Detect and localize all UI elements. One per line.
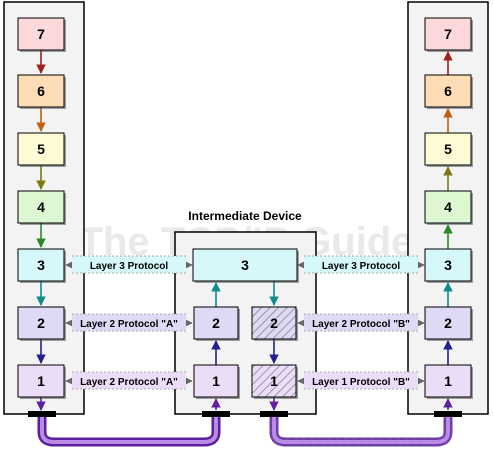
right-host-port	[434, 411, 462, 417]
device-right-layer-1: 1	[251, 364, 298, 399]
left-layer-6-label: 6	[37, 83, 45, 99]
device-right-layer-1-label: 1	[270, 373, 278, 389]
right-layer-2: 2	[424, 306, 473, 341]
device-left-layer-2-body	[193, 306, 239, 340]
left-protocol-2: Layer 2 Protocol "A"	[65, 313, 193, 332]
left-layer-6: 6	[17, 74, 66, 109]
device-layer-3-body	[192, 248, 298, 282]
right-layer-3-label: 3	[444, 257, 452, 273]
right-layer-5: 5	[424, 132, 473, 167]
right-protocol-2: Layer 2 Protocol "B"	[297, 313, 425, 332]
right-layer-4: 4	[424, 190, 473, 225]
network-cable-right	[269, 413, 453, 447]
left-host-port	[28, 411, 56, 417]
right-protocol-1-label: Layer 1 Protocol "B"	[312, 377, 410, 388]
left-protocol-2-label: Layer 2 Protocol "A"	[80, 319, 178, 330]
device-left-layer-1-label: 1	[212, 373, 220, 389]
left-layer-3-body	[17, 248, 65, 282]
right-protocol-2-pill	[304, 314, 418, 331]
left-protocol-1: Layer 2 Protocol "A"	[65, 371, 193, 390]
device-layer-3: 3	[192, 248, 299, 283]
device-right-layer-2-label: 2	[270, 315, 278, 331]
layer-boxes: 7 6 5 4 3 2 1 7 6 5 4 3 2 1 3 2 1 2 1	[17, 17, 473, 399]
left-layer-4-body	[17, 190, 65, 224]
right-layer-2-label: 2	[444, 315, 452, 331]
right-layer-1-label: 1	[444, 373, 452, 389]
device-left-layer-1: 1	[193, 364, 240, 399]
left-layer-4: 4	[17, 190, 66, 225]
right-layer-5-body	[424, 132, 472, 166]
right-protocol-2-label: Layer 2 Protocol "B"	[312, 319, 410, 330]
left-layer-2-body	[17, 306, 65, 340]
network-cable-left	[37, 413, 221, 447]
device-port-left	[202, 411, 230, 417]
left-layer-2: 2	[17, 306, 66, 341]
left-layer-7-label: 7	[37, 26, 45, 42]
left-layer-7: 7	[17, 17, 66, 52]
device-left-layer-1-body	[193, 364, 239, 398]
left-protocol-3-pill	[72, 256, 186, 273]
right-layer-1: 1	[424, 364, 473, 399]
device-right-layer-2: 2	[251, 306, 298, 341]
left-layer-5: 5	[17, 132, 66, 167]
right-protocol-1: Layer 1 Protocol "B"	[297, 371, 425, 390]
left-protocol-1-label: Layer 2 Protocol "A"	[80, 377, 178, 388]
left-layer-7-body	[17, 17, 65, 51]
left-protocol-2-pill	[72, 314, 186, 331]
right-layer-6: 6	[424, 74, 473, 109]
right-layer-4-label: 4	[444, 199, 452, 215]
left-layer-3-label: 3	[37, 257, 45, 273]
device-left-layer-2: 2	[193, 306, 240, 341]
right-layer-1-body	[424, 364, 472, 398]
device-layer-3-label: 3	[241, 257, 249, 273]
device-right-layer-2-hatch	[251, 306, 297, 340]
right-layer-2-body	[424, 306, 472, 340]
device-port-right	[260, 411, 288, 417]
right-layer-7-label: 7	[444, 26, 452, 42]
flow-arrows	[36, 50, 453, 411]
right-layer-3: 3	[424, 248, 473, 283]
device-right-layer-1-hatch	[251, 364, 297, 398]
device-left-layer-2-label: 2	[212, 315, 220, 331]
right-protocol-3-pill	[304, 256, 418, 273]
left-layer-1: 1	[17, 364, 66, 399]
left-layer-4-label: 4	[37, 199, 45, 215]
device-title: Intermediate Device	[188, 209, 302, 223]
right-layer-7-body	[424, 17, 472, 51]
right-layer-6-label: 6	[444, 83, 452, 99]
left-layer-1-label: 1	[37, 373, 45, 389]
right-layer-3-body	[424, 248, 472, 282]
right-layer-4-body	[424, 190, 472, 224]
left-layer-5-body	[17, 132, 65, 166]
right-layer-5-label: 5	[444, 141, 452, 157]
right-protocol-3: Layer 3 Protocol	[297, 255, 425, 274]
left-protocol-3-label: Layer 3 Protocol	[90, 261, 169, 272]
right-protocol-1-pill	[304, 372, 418, 389]
right-layer-6-body	[424, 74, 472, 108]
right-protocol-3-label: Layer 3 Protocol	[322, 261, 401, 272]
left-layer-6-body	[17, 74, 65, 108]
left-layer-5-label: 5	[37, 141, 45, 157]
left-layer-2-label: 2	[37, 315, 45, 331]
left-layer-3: 3	[17, 248, 66, 283]
left-layer-1-body	[17, 364, 65, 398]
left-protocol-1-pill	[72, 372, 186, 389]
left-protocol-3: Layer 3 Protocol	[65, 255, 193, 274]
right-layer-7: 7	[424, 17, 473, 52]
